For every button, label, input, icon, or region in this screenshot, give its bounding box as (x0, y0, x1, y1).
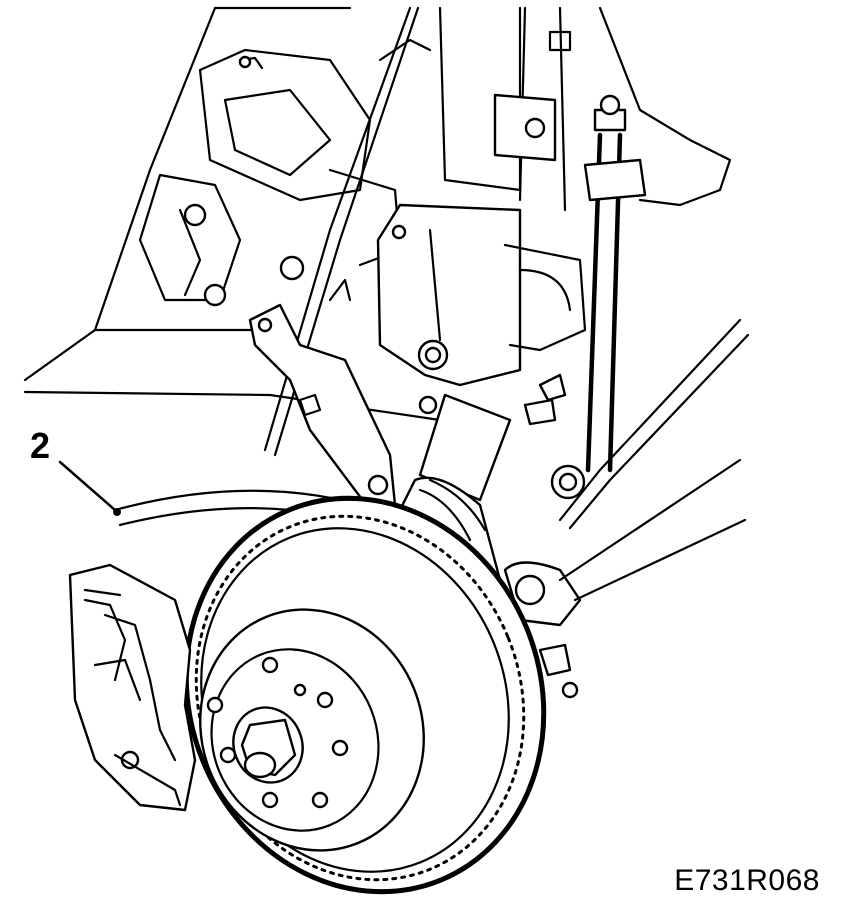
brake-caliper (68, 563, 197, 812)
callout-number: 2 (30, 425, 51, 466)
brake-disc (183, 495, 547, 895)
control-arm (503, 458, 747, 699)
stabilizer-link (550, 94, 647, 500)
strut-assembly (376, 6, 732, 387)
figure-code: E731R068 (674, 864, 820, 897)
chassis-frame (23, 6, 442, 422)
callout-leader (58, 460, 121, 516)
caliper-bracket (248, 303, 397, 512)
